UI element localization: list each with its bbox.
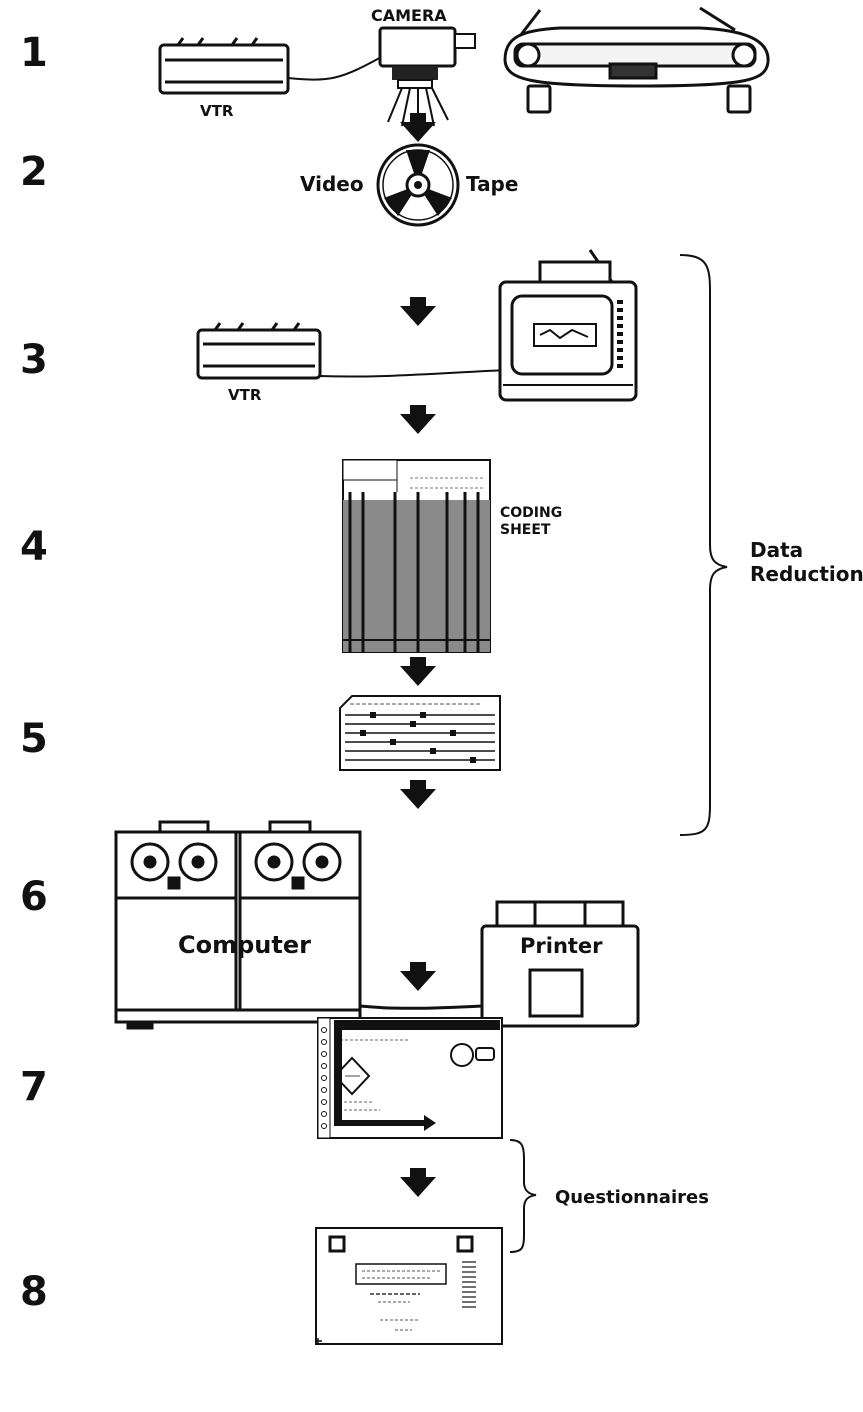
video-tape-reel-icon	[378, 145, 458, 225]
flow-arrow	[400, 113, 436, 142]
computer-icon	[116, 822, 360, 1028]
coding-sheet-icon	[343, 460, 490, 652]
flow-arrow	[400, 1168, 436, 1197]
flow-arrow	[400, 297, 436, 326]
car-front-icon	[505, 8, 768, 112]
data-reduction-label-line2: Reduction	[750, 562, 863, 586]
step-number-4: 4	[20, 524, 48, 570]
vtr-recorder-2	[198, 323, 320, 378]
data-reduction-bracket	[680, 255, 727, 835]
tape-label: Tape	[466, 172, 518, 196]
flow-arrow	[400, 780, 436, 809]
punched-card-icon	[340, 696, 500, 770]
camera-label: CAMERA	[371, 6, 447, 25]
step-number-6: 6	[20, 874, 48, 920]
data-reduction-label-line1: Data	[750, 538, 803, 562]
flow-arrow	[400, 962, 436, 991]
coding-sheet-label-line1: CODING	[500, 505, 562, 521]
vtr-label-2: VTR	[228, 386, 262, 404]
video-monitor-icon	[500, 250, 636, 400]
printer-cable	[360, 1006, 482, 1008]
step-number-5: 5	[20, 716, 48, 762]
flow-arrow	[400, 657, 436, 686]
step-number-8: 8	[20, 1269, 48, 1315]
step-number-7: 7	[20, 1064, 48, 1110]
video-label: Video	[300, 172, 364, 196]
step-numbers: 1 2 3 4 5 6 7 8	[20, 30, 48, 1315]
step-number-2: 2	[20, 149, 48, 195]
printer-icon	[482, 902, 638, 1026]
vtr-recorder-1	[160, 38, 288, 93]
computer-label: Computer	[178, 931, 311, 959]
vtr-label-1: VTR	[200, 102, 234, 120]
questionnaire-page-icon	[316, 1228, 502, 1344]
step-number-1: 1	[20, 30, 48, 76]
questionnaires-bracket	[510, 1140, 536, 1252]
printout-page-icon	[318, 1018, 502, 1138]
printer-label: Printer	[520, 934, 603, 958]
flow-arrow	[400, 405, 436, 434]
monitor-cable	[320, 370, 508, 377]
camera-cable	[288, 55, 385, 80]
coding-sheet-label-line2: SHEET	[500, 522, 551, 538]
step-number-3: 3	[20, 337, 48, 383]
questionnaires-label: Questionnaires	[555, 1187, 709, 1208]
camera-icon	[380, 28, 475, 128]
